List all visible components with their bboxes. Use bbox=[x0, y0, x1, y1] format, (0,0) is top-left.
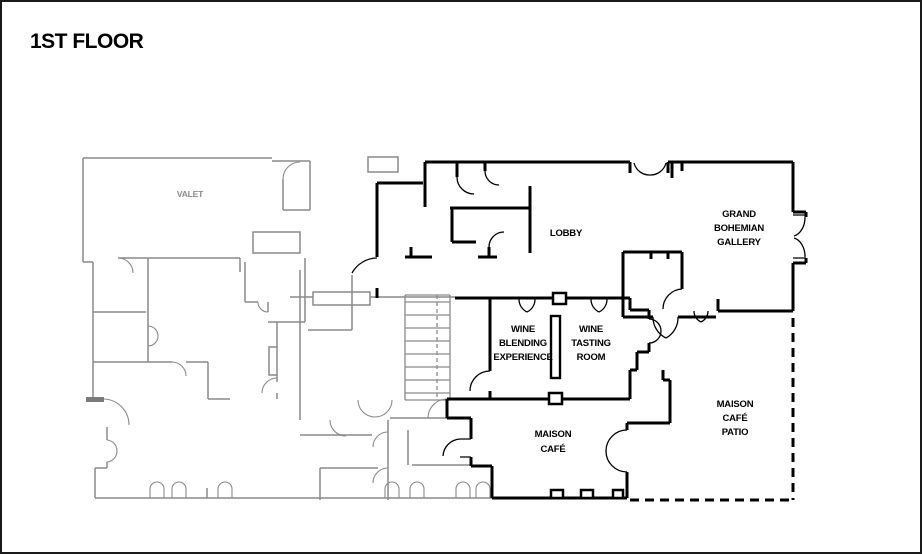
door-arc bbox=[102, 398, 130, 426]
wine-tasting-label-line2: TASTING bbox=[571, 338, 611, 349]
maison-cafe-label-line1: MAISON bbox=[535, 429, 572, 440]
door-arc bbox=[257, 301, 269, 313]
black-walls bbox=[375, 160, 808, 502]
door-arc bbox=[261, 377, 278, 394]
door-arc bbox=[469, 370, 491, 392]
patio-dashed-boundary bbox=[630, 318, 795, 502]
cafe-wall bbox=[445, 370, 672, 500]
stair-treads bbox=[405, 301, 450, 394]
door-swing bbox=[409, 481, 425, 499]
maison-cafe-label-line2: CAFÉ bbox=[540, 444, 565, 455]
wine-blending-label-line2: BLENDING bbox=[499, 338, 547, 349]
gallery-label-line1: GRAND bbox=[722, 209, 756, 220]
door-arc bbox=[329, 419, 347, 437]
gray-walls bbox=[82, 156, 493, 500]
page-title: 1ST FLOOR bbox=[30, 30, 144, 53]
door-swing bbox=[475, 481, 491, 499]
door-arc bbox=[590, 298, 608, 313]
door-swing bbox=[217, 481, 233, 499]
stair-rails bbox=[404, 294, 451, 401]
door-arc bbox=[518, 298, 536, 313]
door-arc bbox=[793, 214, 806, 259]
wine-tasting-label-line1: WINE bbox=[579, 324, 603, 335]
door-arc bbox=[106, 439, 118, 463]
elevator-box bbox=[367, 156, 399, 173]
door-arc bbox=[282, 161, 301, 180]
valet-outline-wall bbox=[82, 157, 493, 499]
door-arc bbox=[652, 316, 679, 339]
valet-small-room-wall bbox=[272, 160, 311, 211]
column bbox=[551, 291, 568, 306]
room-labels: VALET LOBBY GRAND BOHEMIAN GALLERY WINE … bbox=[177, 189, 765, 455]
patio-label-line2: CAFÉ bbox=[722, 413, 747, 424]
column bbox=[547, 391, 564, 406]
patio-label-line3: PATIO bbox=[722, 427, 749, 438]
lobby-entry-cluster-wall bbox=[375, 162, 532, 298]
door-swing bbox=[171, 481, 187, 499]
gray-door-arcs bbox=[102, 161, 491, 499]
door-arc bbox=[372, 431, 389, 448]
door-arc bbox=[456, 176, 475, 195]
column bbox=[579, 488, 595, 500]
columns bbox=[547, 291, 625, 500]
door-arc bbox=[351, 257, 378, 274]
door-swing bbox=[455, 481, 471, 499]
door-arc bbox=[633, 162, 667, 176]
gallery-label-line3: GALLERY bbox=[717, 237, 762, 248]
door-arc bbox=[147, 325, 159, 347]
valet-desk bbox=[252, 231, 301, 254]
door-arc bbox=[693, 310, 709, 323]
door-arc bbox=[357, 399, 393, 418]
door-lintel bbox=[86, 397, 104, 402]
corridor-walls bbox=[290, 270, 455, 420]
door-arc bbox=[427, 398, 448, 419]
wine-tasting-label-line3: ROOM bbox=[577, 352, 606, 363]
wine-blending-label-line3: EXPERIENCE bbox=[493, 352, 552, 363]
door-arc bbox=[171, 361, 187, 377]
vestibule-wall bbox=[621, 162, 716, 319]
door-arc bbox=[605, 429, 628, 473]
left-rooms-walls bbox=[93, 257, 241, 498]
wine-room-divider-wall bbox=[549, 314, 562, 380]
valet-label: VALET bbox=[177, 189, 204, 199]
door-arc bbox=[117, 257, 134, 274]
column bbox=[549, 488, 565, 500]
door-swing bbox=[149, 481, 165, 499]
door-arc bbox=[372, 467, 389, 484]
lower-rooms-walls bbox=[300, 417, 471, 500]
pilaster bbox=[268, 346, 278, 376]
patio-label-line1: MAISON bbox=[717, 399, 754, 410]
door-swing bbox=[384, 481, 400, 499]
black-door-arcs bbox=[351, 162, 806, 473]
lobby-label: LOBBY bbox=[550, 228, 583, 239]
gallery-label-line2: BOHEMIAN bbox=[714, 223, 764, 234]
wine-blending-label-line1: WINE bbox=[511, 324, 535, 335]
wine-rooms-wall bbox=[447, 296, 651, 401]
column bbox=[611, 488, 625, 500]
staircase bbox=[404, 294, 451, 401]
door-arc bbox=[484, 170, 500, 186]
door-arc bbox=[648, 318, 662, 344]
door-arc bbox=[662, 288, 683, 310]
reception-desk bbox=[312, 291, 371, 306]
door-arc bbox=[488, 231, 505, 248]
door-arc bbox=[442, 438, 471, 458]
